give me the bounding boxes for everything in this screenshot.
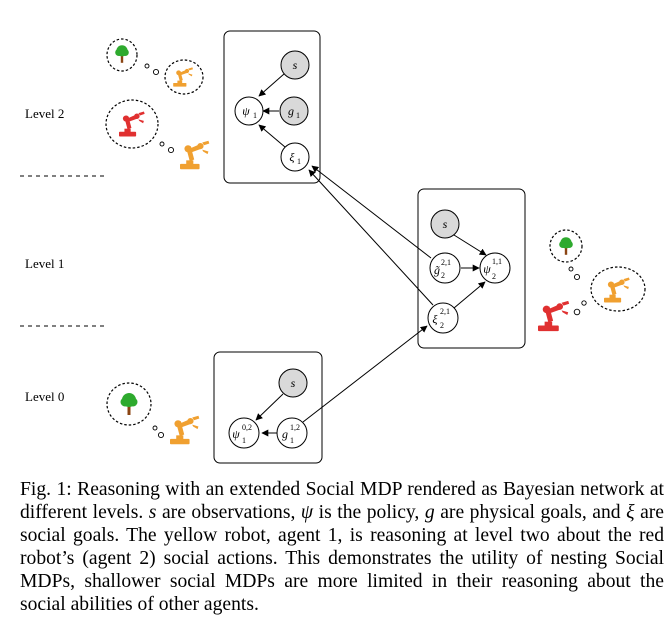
edge-g2-to-xi1 bbox=[311, 165, 432, 259]
svg-text:ψ: ψ bbox=[232, 427, 240, 441]
svg-text:s: s bbox=[443, 217, 448, 231]
svg-text:s: s bbox=[293, 58, 298, 72]
level-1-label: Level 1 bbox=[25, 256, 64, 271]
node-psi1: ψ 1 bbox=[234, 96, 264, 126]
thought-cloud-red-robot-level2 bbox=[105, 99, 159, 149]
level-0-plate bbox=[213, 351, 323, 464]
svg-text:2: 2 bbox=[492, 272, 496, 281]
bayesian-network-diagram: Level 2 Level 1 Level 0 s ψ 1 g 1 ξ 1 s bbox=[20, 30, 646, 464]
yellow-robot-icon bbox=[170, 415, 200, 445]
svg-text:0,2: 0,2 bbox=[242, 423, 252, 432]
node-g1-12: g 1,2 1 bbox=[276, 417, 308, 449]
caption-figure-label: Fig. 1: bbox=[20, 479, 72, 500]
svg-text:s: s bbox=[291, 376, 296, 390]
thought-dot bbox=[159, 141, 165, 147]
edge-s-to-psi1-02 bbox=[255, 393, 284, 421]
thought-dot bbox=[167, 146, 175, 154]
thought-cloud-robot-level1 bbox=[590, 266, 646, 312]
thought-dot bbox=[573, 273, 581, 281]
svg-text:˜: ˜ bbox=[435, 263, 440, 277]
svg-text:g: g bbox=[434, 263, 440, 277]
svg-text:2,1: 2,1 bbox=[440, 307, 450, 316]
thought-cloud-tree-level1 bbox=[549, 229, 583, 263]
node-xi2-21: ξ 2,1 2 bbox=[427, 302, 459, 334]
thought-dot bbox=[144, 63, 150, 69]
edge-s-to-psi1 bbox=[258, 73, 285, 97]
svg-text:1: 1 bbox=[242, 436, 246, 445]
svg-text:1: 1 bbox=[296, 111, 300, 120]
svg-text:ξ: ξ bbox=[289, 150, 295, 164]
caption-text-3: is the policy, bbox=[318, 502, 420, 523]
svg-text:2,1: 2,1 bbox=[441, 258, 451, 267]
caption-var-g: g bbox=[424, 502, 435, 523]
caption-text-2: are observations, bbox=[161, 502, 296, 523]
level-2-label: Level 2 bbox=[25, 106, 64, 121]
svg-text:1: 1 bbox=[253, 111, 257, 120]
thought-cloud-tree-level0 bbox=[106, 382, 152, 426]
svg-text:g: g bbox=[282, 427, 288, 441]
thought-dot bbox=[152, 425, 158, 431]
edge-xi2-to-psi2-11 bbox=[453, 281, 486, 309]
svg-text:ξ: ξ bbox=[432, 312, 438, 326]
thought-dot bbox=[573, 308, 581, 316]
svg-text:ψ: ψ bbox=[483, 262, 491, 276]
caption-var-psi: ψ bbox=[300, 502, 314, 523]
svg-text:g: g bbox=[288, 104, 294, 118]
level-0-label: Level 0 bbox=[25, 389, 64, 404]
thought-dot bbox=[152, 68, 160, 76]
caption-text-5: are social goals. The yellow robot, agen… bbox=[20, 502, 664, 615]
thought-dot bbox=[568, 266, 574, 272]
thought-dot bbox=[581, 300, 587, 306]
edge-xi2-to-xi1 bbox=[308, 169, 434, 306]
node-g1: g 1 bbox=[279, 96, 309, 126]
yellow-robot-icon bbox=[180, 140, 210, 170]
svg-text:1: 1 bbox=[290, 436, 294, 445]
thought-dot bbox=[157, 431, 165, 439]
level-1-plate bbox=[417, 188, 526, 349]
svg-text:ψ: ψ bbox=[242, 104, 250, 118]
edge-g1-12-to-xi2 bbox=[302, 325, 428, 423]
node-g2-21: ˜ g 2,1 2 bbox=[429, 252, 461, 284]
node-psi2-11: ψ 1,1 2 bbox=[479, 252, 511, 284]
level-2-plate bbox=[223, 30, 321, 184]
red-robot-icon bbox=[538, 300, 570, 332]
node-s-level1: s bbox=[430, 209, 460, 239]
svg-text:2: 2 bbox=[440, 321, 444, 330]
node-s-level2: s bbox=[280, 50, 310, 80]
node-psi1-02: ψ 0,2 1 bbox=[228, 417, 260, 449]
caption-var-s: s bbox=[148, 502, 157, 523]
figure-caption: Fig. 1: Reasoning with an extended Socia… bbox=[20, 478, 664, 616]
node-s-level0: s bbox=[278, 368, 308, 398]
caption-text-4: are physical goals, and bbox=[440, 502, 621, 523]
edge-xi1-to-psi1 bbox=[258, 124, 286, 148]
svg-text:1: 1 bbox=[297, 157, 301, 166]
caption-text-1: Reasoning with an extended Social MDP re… bbox=[20, 479, 664, 523]
svg-text:1,2: 1,2 bbox=[290, 423, 300, 432]
node-xi1: ξ 1 bbox=[280, 142, 310, 172]
thought-cloud-tree-level2 bbox=[106, 38, 138, 72]
svg-text:2: 2 bbox=[441, 271, 445, 280]
thought-cloud-robot-level2 bbox=[164, 59, 204, 95]
caption-var-xi: ξ bbox=[626, 502, 635, 523]
edge-s-to-psi2-11 bbox=[453, 234, 487, 256]
svg-text:1,1: 1,1 bbox=[492, 257, 502, 266]
